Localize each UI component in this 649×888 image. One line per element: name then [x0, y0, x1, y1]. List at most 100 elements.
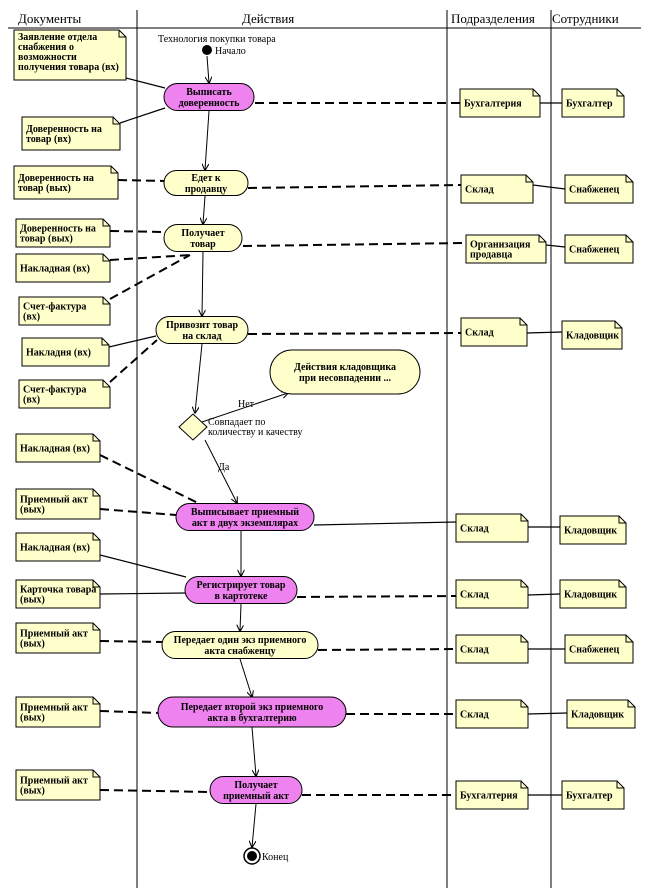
employee-note-3[interactable]: Снабженец: [564, 234, 634, 264]
employee-note-4-text-line-1: Кладовщик: [566, 331, 619, 342]
connector-21: [545, 244, 566, 248]
flow-arrow-1: [207, 55, 209, 83]
employee-note-2[interactable]: Снабженец: [564, 174, 634, 204]
document-note-13[interactable]: Приемный акт(вых): [15, 622, 101, 654]
activity-6-text-line-1: Выписывает приемный: [191, 507, 299, 518]
document-note-15-text-line-1: Приемный акт: [20, 776, 88, 787]
decision-diamond[interactable]: [178, 413, 208, 441]
department-note-1[interactable]: Бухгалтерия: [459, 88, 541, 118]
activity-1-text-line-1: Выписать: [186, 87, 232, 98]
department-note-6[interactable]: Склад: [455, 579, 529, 609]
activity-9-text-line-2: акта в бухгалтерию: [207, 713, 297, 724]
flow-arrow-10: [239, 658, 252, 697]
diagram-title: Технология покупки товара: [158, 34, 276, 45]
department-note-8[interactable]: Склад: [455, 699, 529, 729]
document-note-6[interactable]: Счет-фактура(вх): [18, 296, 111, 326]
document-note-13-text-line-1: Приемный акт: [20, 629, 88, 640]
activity-3-text-line-1: Получает: [181, 228, 224, 239]
document-note-14[interactable]: Приемный акт(вых): [15, 696, 101, 728]
connector-10: [99, 508, 177, 516]
department-note-2-text-line-1: Склад: [465, 185, 494, 196]
activity-4-text-line-2: на склад: [182, 331, 221, 342]
employee-note-4[interactable]: Кладовщик: [561, 320, 623, 350]
document-note-12[interactable]: Карточка товара(вых): [15, 579, 101, 609]
activity-10-text-line-1: Получает: [234, 780, 277, 791]
document-note-14-text-line-1: Приемный акт: [20, 703, 88, 714]
flow-arrow-7: [198, 393, 288, 424]
employee-note-9-text-line-1: Бухгалтер: [566, 791, 613, 802]
activity-8-text-line-2: акта снабженцу: [204, 646, 275, 657]
flow-arrow-9: [240, 603, 241, 631]
activity-10-text-line-2: приемный акт: [223, 791, 289, 802]
flow-arrow-11: [251, 726, 256, 776]
document-note-5[interactable]: Накладная (вх): [15, 253, 111, 283]
department-note-4[interactable]: Склад: [460, 317, 528, 347]
activity-5-text-line-2: при несовпадении ...: [299, 373, 392, 384]
document-note-12-text-line-2: (вых): [20, 595, 45, 606]
activity-6-text-line-2: акт в двух экземплярах: [192, 518, 298, 529]
document-note-9[interactable]: Накладная (вх): [15, 433, 101, 463]
employee-note-9[interactable]: Бухгалтер: [561, 780, 625, 810]
end-node[interactable]: [243, 847, 261, 865]
connector-7: [108, 335, 157, 348]
document-note-8-text-line-1: Счет-фактура: [23, 385, 86, 396]
employee-note-5-text-line-1: Кладовщик: [564, 526, 617, 537]
connector-2: [119, 107, 166, 124]
flow-arrow-4: [202, 251, 203, 316]
document-note-14-text-line-2: (вых): [20, 713, 45, 724]
activity-2-text-line-2: продавцу: [185, 184, 227, 195]
department-note-5[interactable]: Склад: [455, 513, 529, 543]
department-note-2[interactable]: Склад: [460, 174, 534, 204]
employee-note-7[interactable]: Снабженец: [564, 634, 634, 664]
document-note-15[interactable]: Приемный акт(вых): [15, 769, 101, 801]
connector-14: [99, 710, 161, 714]
department-note-7[interactable]: Склад: [455, 634, 529, 664]
document-note-11[interactable]: Накладная (вх): [15, 532, 101, 562]
connectors: [99, 77, 568, 796]
flow-arrow-12: [252, 803, 257, 847]
department-note-3-text-line-2: продавца: [470, 250, 512, 261]
connector-23: [526, 331, 563, 334]
flow-arrow-6: [204, 439, 237, 503]
employee-note-8[interactable]: Кладовщик: [566, 699, 636, 729]
column-header-employees: Сотрудники: [552, 11, 619, 26]
activity-7-text-line-2: в картотеке: [215, 591, 268, 602]
connector-6: [109, 254, 191, 300]
department-note-4-text-line-1: Склад: [465, 328, 494, 339]
employee-note-6[interactable]: Кладовщик: [559, 579, 627, 609]
employee-note-8-text-line-1: Кладовщик: [571, 710, 624, 721]
connector-26: [296, 595, 457, 598]
decision-text-line-2: количеству и качеству: [208, 427, 302, 438]
document-note-10[interactable]: Приемный акт(вых): [15, 488, 101, 520]
document-note-1-text-line-2: снабжения о: [18, 42, 74, 53]
department-note-8-text-line-1: Склад: [460, 710, 489, 721]
document-note-7[interactable]: Накладня (вх): [21, 337, 110, 367]
department-note-3-text-line-1: Организация: [470, 240, 531, 251]
employee-note-1[interactable]: Бухгалтер: [561, 88, 625, 118]
employee-note-7-text-line-1: Снабженец: [569, 645, 619, 656]
start-node[interactable]: [202, 45, 212, 55]
department-note-9[interactable]: Бухгалтерия: [455, 780, 529, 810]
document-note-4-text-line-2: товар (вых): [20, 234, 73, 245]
document-note-8[interactable]: Счет-фактура(вх): [18, 379, 111, 409]
employee-note-5[interactable]: Кладовщик: [559, 515, 627, 545]
control-flow: [195, 55, 288, 847]
